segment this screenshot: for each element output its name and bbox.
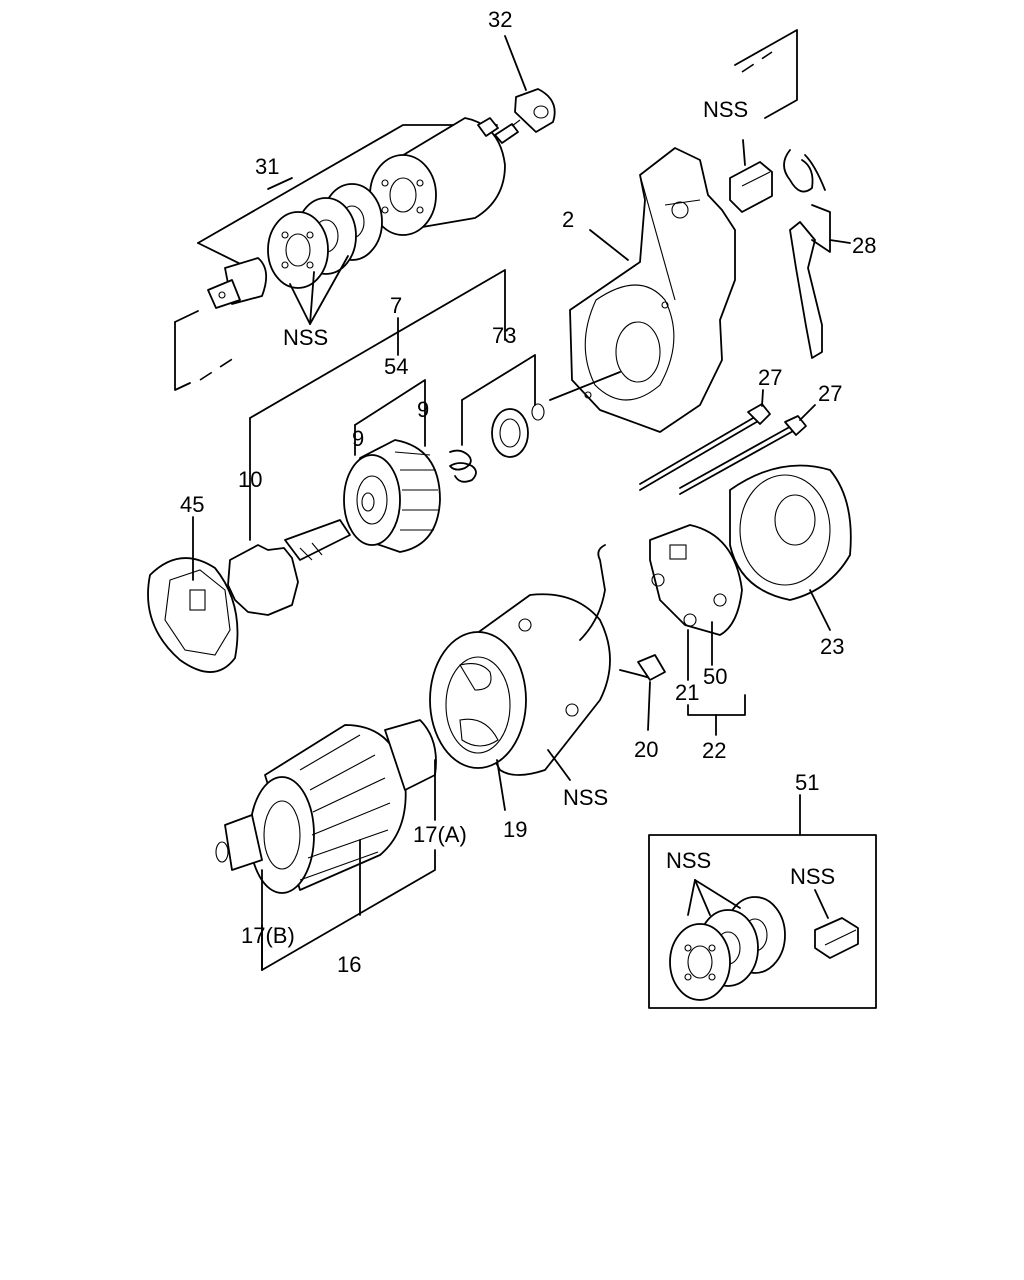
callout-20: 20	[634, 737, 658, 762]
callout-labels: 32 31 NSS 2 28 NSS 7 73 54 9 9 27 27 10 …	[180, 7, 876, 977]
contact-plate-32	[504, 35, 556, 133]
callout-45: 45	[180, 492, 204, 517]
callout-28: 28	[852, 233, 876, 258]
callout-31: 31	[255, 154, 279, 179]
callout-32: 32	[488, 7, 512, 32]
callout-2: 2	[562, 207, 574, 232]
callout-10: 10	[238, 467, 262, 492]
callout-51: 51	[795, 770, 819, 795]
callout-7: 7	[390, 293, 402, 318]
callout-27-left: 27	[758, 365, 782, 390]
callout-27-right: 27	[818, 381, 842, 406]
callout-50: 50	[703, 664, 727, 689]
callout-nss-solenoid-plates: NSS	[283, 325, 328, 350]
callout-9-right: 9	[417, 397, 429, 422]
callout-21: 21	[675, 680, 699, 705]
callout-9-left: 9	[352, 426, 364, 451]
callout-nss-kit-contact: NSS	[790, 864, 835, 889]
callout-19: 19	[503, 817, 527, 842]
callout-22: 22	[702, 738, 726, 763]
callout-17b: 17(B)	[241, 923, 295, 948]
callout-nss-yoke: NSS	[563, 785, 608, 810]
solenoid-assembly	[174, 117, 521, 391]
callout-17a: 17(A)	[413, 822, 467, 847]
callout-16: 16	[337, 952, 361, 977]
gear-plate	[147, 516, 239, 673]
callout-23: 23	[820, 634, 844, 659]
through-bolts	[639, 389, 816, 495]
armature	[215, 719, 437, 971]
lever-spring-28	[783, 149, 851, 359]
pinion-shaft	[227, 519, 351, 616]
drive-housing	[549, 147, 736, 433]
yoke-field	[429, 544, 666, 811]
repair-kit-51	[648, 794, 877, 1009]
callout-54: 54	[384, 354, 408, 379]
callout-nss-kit-plates: NSS	[666, 848, 711, 873]
callout-nss-top-right: NSS	[703, 97, 748, 122]
nss-contact-top	[729, 29, 798, 213]
overrunning-clutch	[249, 269, 545, 553]
callout-73: 73	[492, 323, 516, 348]
brush-holder	[649, 524, 746, 736]
rear-cover	[729, 464, 852, 631]
